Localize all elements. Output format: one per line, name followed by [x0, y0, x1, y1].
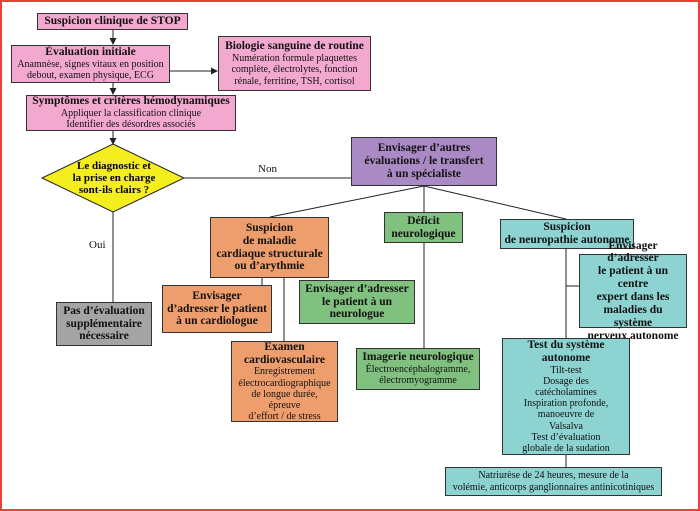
imagerie-box: Imagerie neurologique Électroencéphalogr… [356, 348, 480, 390]
evaluation-text: Anamnèse, signes vitaux en position debo… [17, 59, 164, 82]
suspicion-box: Suspicion clinique de STOP [37, 13, 188, 30]
examen-cardio-box: Examen cardiovasculaire Enregistrement é… [231, 341, 338, 422]
biologie-box: Biologie sanguine de routine Numération … [218, 36, 371, 91]
neurologue-title: Envisager d’adresser le patient à un neu… [305, 282, 409, 321]
centre-expert-box: Envisager d’adresser le patient à un cen… [579, 240, 687, 342]
biologie-text: Numération formule plaquettes complète, … [231, 53, 358, 87]
examen-cardio-title: Examen cardiovasculaire [244, 340, 325, 366]
suspicion-cardiaque-title: Suspicion de maladie cardiaque structura… [216, 221, 323, 273]
pas-evaluation-title: Pas d’évaluation supplémentaire nécessai… [63, 304, 145, 343]
symptomes-box: Symptômes et critères hémodynamiques App… [26, 95, 236, 131]
envisager-autres-title: Envisager d’autres évaluations / le tran… [364, 142, 484, 180]
cardiologue-title: Envisager d’adresser le patient à un car… [167, 289, 267, 328]
evaluation-title: Évaluation initiale [45, 46, 136, 59]
test-autonome-box: Test du système autonome Tilt-test Dosag… [502, 338, 630, 455]
line-branch-neuropathie [423, 185, 567, 220]
neurologue-box: Envisager d’adresser le patient à un neu… [299, 280, 415, 324]
pas-evaluation-box: Pas d’évaluation supplémentaire nécessai… [56, 302, 152, 346]
test-autonome-text: Tilt-test Dosage des catécholamines Insp… [522, 364, 610, 454]
line-branch-cardiaque [269, 185, 425, 218]
examen-cardio-text: Enregistrement électrocardiographique de… [238, 366, 331, 423]
deficit-box: Déficit neurologique [384, 212, 463, 243]
label-oui: Oui [89, 239, 106, 251]
imagerie-title: Imagerie neurologique [362, 351, 474, 364]
evaluation-box: Évaluation initiale Anamnèse, signes vit… [11, 45, 170, 83]
centre-expert-title: Envisager d’adresser le patient à un cen… [587, 239, 679, 342]
test-autonome-title: Test du système autonome [527, 338, 605, 364]
envisager-autres-box: Envisager d’autres évaluations / le tran… [351, 137, 497, 186]
natriurese-box: Natriurèse de 24 heures, mesure de la vo… [445, 467, 662, 496]
decision-text: Le diagnostic et la prise en charge sont… [72, 159, 156, 197]
symptomes-title: Symptômes et critères hémodynamiques [32, 95, 230, 108]
neuropathie-box: Suspicion de neuropathie autonome [500, 219, 634, 249]
label-non: Non [258, 163, 277, 175]
cardiologue-box: Envisager d’adresser le patient à un car… [162, 285, 272, 333]
decision-diamond [40, 143, 186, 213]
suspicion-cardiaque-box: Suspicion de maladie cardiaque structura… [210, 217, 329, 278]
imagerie-text: Électroencéphalogramme, électromyogramme [365, 364, 471, 387]
natriurese-text: Natriurèse de 24 heures, mesure de la vo… [452, 470, 655, 493]
neuropathie-title: Suspicion de neuropathie autonome [504, 221, 630, 246]
deficit-title: Déficit neurologique [391, 214, 456, 240]
symptomes-text: Appliquer la classification clinique Ide… [60, 108, 202, 131]
biologie-title: Biologie sanguine de routine [225, 40, 364, 53]
suspicion-title: Suspicion clinique de STOP [44, 15, 181, 28]
